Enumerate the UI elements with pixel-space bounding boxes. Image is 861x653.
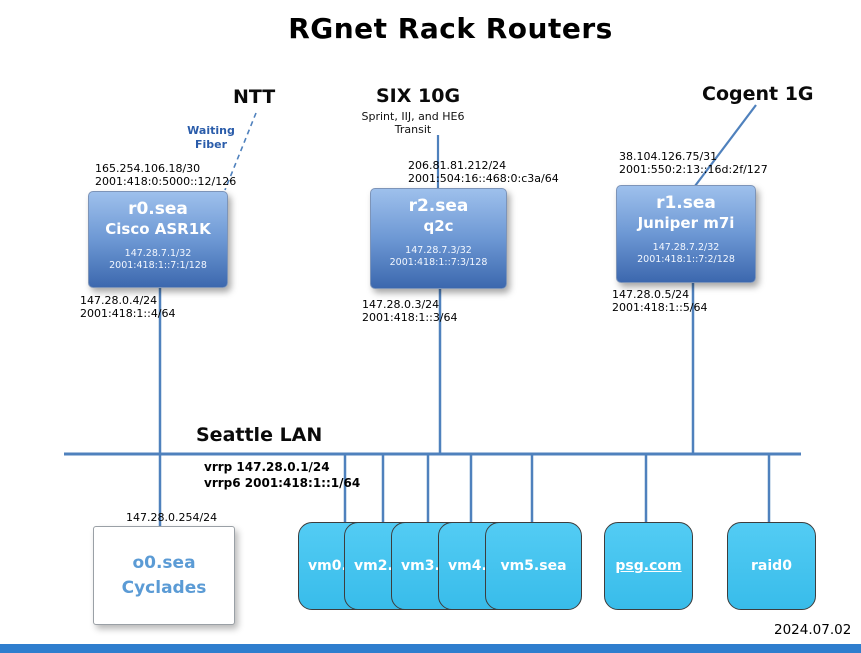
console-model: Cyclades bbox=[121, 577, 207, 598]
router-r2-name: r2.sea bbox=[408, 196, 469, 216]
router-r2-loopback-v6: 2001:418:1::7:3/128 bbox=[389, 257, 488, 269]
r2-lan-ipv4: 147.28.0.3/24 bbox=[362, 298, 440, 311]
router-r0-name: r0.sea bbox=[128, 199, 188, 219]
waiting-fiber-note: Waiting Fiber bbox=[185, 124, 237, 152]
r1-uplink-ipv4: 38.104.126.75/31 bbox=[619, 150, 718, 163]
date-label: 2024.07.02 bbox=[774, 622, 852, 638]
host-psg-box: psg.com bbox=[604, 522, 693, 610]
r0-uplink-ipv4: 165.254.106.18/30 bbox=[95, 162, 201, 175]
waiting-fiber-note-line2: Fiber bbox=[194, 137, 228, 151]
host-psg-label: psg.com bbox=[615, 558, 682, 574]
router-r1-box: r1.sea Juniper m7i 147.28.7.2/32 2001:41… bbox=[616, 185, 756, 283]
r1-lan-ipv6: 2001:418:1::5/64 bbox=[612, 301, 708, 315]
router-r1-model: Juniper m7i bbox=[637, 214, 735, 233]
r1-uplink-ipv6: 2001:550:2:13::16d:2f/127 bbox=[619, 163, 768, 177]
router-r1-loopback-v6: 2001:418:1::7:2/128 bbox=[637, 254, 735, 266]
r2-uplink-ip: 206.81.81.212/24 2001:504:16::468:0:c3a/… bbox=[408, 159, 559, 185]
r0-lan-ip: 147.28.0.4/24 2001:418:1::4/64 bbox=[80, 294, 176, 320]
host-vm5-label: vm5.sea bbox=[500, 558, 567, 574]
r0-uplink-ip: 165.254.106.18/30 2001:418:0:5000::12/12… bbox=[95, 162, 236, 188]
cogent-label: Cogent 1G bbox=[702, 83, 814, 105]
ntt-label: NTT bbox=[233, 86, 276, 108]
router-r2-loopback-v4: 147.28.7.3/32 bbox=[405, 245, 472, 256]
r0-lan-ipv6: 2001:418:1::4/64 bbox=[80, 307, 176, 321]
footer-accent-bar bbox=[0, 644, 861, 653]
waiting-fiber-note-line1: Waiting bbox=[187, 124, 235, 137]
six-transit-note-line1: Sprint, IIJ, and HE6 bbox=[361, 110, 465, 123]
r2-lan-ipv6: 2001:418:1::3/64 bbox=[362, 311, 458, 325]
r1-uplink-ip: 38.104.126.75/31 2001:550:2:13::16d:2f/1… bbox=[619, 150, 768, 176]
host-vm0-label: vm0. bbox=[308, 558, 347, 574]
host-vm2-label: vm2. bbox=[354, 558, 393, 574]
seattle-lan-label: Seattle LAN bbox=[196, 424, 323, 446]
router-r0-loopbacks: 147.28.7.1/32 2001:418:1::7:1/128 bbox=[109, 248, 207, 273]
host-vm3-label: vm3. bbox=[401, 558, 440, 574]
host-raid0-box: raid0 bbox=[727, 522, 816, 610]
vrrp-ipv4: vrrp 147.28.0.1/24 bbox=[204, 460, 330, 474]
r1-lan-ip: 147.28.0.5/24 2001:418:1::5/64 bbox=[612, 288, 708, 314]
r2-uplink-ipv4: 206.81.81.212/24 bbox=[408, 159, 507, 172]
host-raid0-label: raid0 bbox=[751, 558, 792, 574]
r0-uplink-ipv6: 2001:418:0:5000::12/126 bbox=[95, 175, 237, 189]
six-label: SIX 10G bbox=[376, 85, 461, 107]
r1-lan-ipv4: 147.28.0.5/24 bbox=[612, 288, 690, 301]
router-r0-model: Cisco ASR1K bbox=[105, 220, 211, 239]
router-r0-loopback-v4: 147.28.7.1/32 bbox=[124, 248, 192, 259]
router-r0-box: r0.sea Cisco ASR1K 147.28.7.1/32 2001:41… bbox=[88, 191, 228, 288]
router-r2-box: r2.sea q2c 147.28.7.3/32 2001:418:1::7:3… bbox=[370, 188, 507, 289]
host-vm4-label: vm4. bbox=[448, 558, 487, 574]
router-r2-loopbacks: 147.28.7.3/32 2001:418:1::7:3/128 bbox=[390, 245, 488, 270]
console-ip: 147.28.0.254/24 bbox=[126, 511, 218, 524]
router-r2-model: q2c bbox=[423, 217, 454, 236]
vrrp-label: vrrp 147.28.0.1/24 vrrp6 2001:418:1::1/6… bbox=[204, 459, 360, 491]
router-r0-loopback-v6: 2001:418:1::7:1/128 bbox=[109, 260, 207, 272]
router-r1-loopbacks: 147.28.7.2/32 2001:418:1::7:2/128 bbox=[637, 242, 735, 267]
page-title: RGnet Rack Routers bbox=[288, 12, 613, 45]
six-transit-note: Sprint, IIJ, and HE6 Transit bbox=[352, 110, 474, 136]
router-r1-loopback-v4: 147.28.7.2/32 bbox=[652, 242, 720, 253]
six-transit-note-line2: Transit bbox=[394, 123, 432, 137]
console-o0-box: o0.sea Cyclades bbox=[93, 526, 235, 625]
r0-lan-ipv4: 147.28.0.4/24 bbox=[80, 294, 158, 307]
host-vm5-box: vm5.sea bbox=[485, 522, 582, 610]
r2-lan-ip: 147.28.0.3/24 2001:418:1::3/64 bbox=[362, 298, 458, 324]
r2-uplink-ipv6: 2001:504:16::468:0:c3a/64 bbox=[408, 172, 559, 186]
vrrp-ipv6: vrrp6 2001:418:1::1/64 bbox=[204, 476, 361, 491]
router-r1-name: r1.sea bbox=[656, 193, 716, 213]
console-name: o0.sea bbox=[132, 552, 196, 573]
